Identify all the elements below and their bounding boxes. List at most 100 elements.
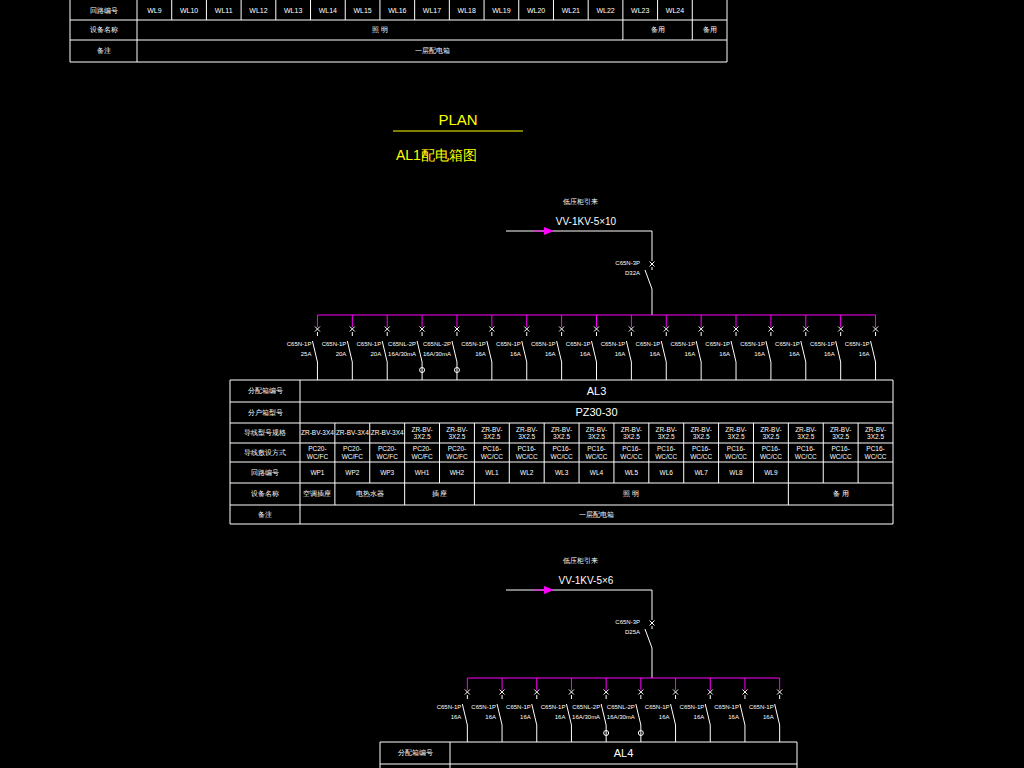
table-line <box>345 0 346 20</box>
table-line <box>230 380 893 381</box>
table-cell-text: WL9 <box>754 462 787 483</box>
feeder-line <box>506 590 652 591</box>
breaker-contact <box>805 332 806 336</box>
branch-line <box>675 725 676 742</box>
breaker-rating: 25A <box>282 350 311 359</box>
breaker-blade <box>592 341 597 362</box>
table-line <box>449 0 450 20</box>
table-cell-text: ZR-BV-3X2.5 <box>475 423 508 443</box>
panel-model: PZ30-30 <box>300 402 893 423</box>
branch-tap <box>631 315 632 327</box>
table-cell-text: ZR-BV-3X2.5 <box>859 423 892 443</box>
breaker-rating: 16A <box>536 713 565 722</box>
branch-line <box>456 362 457 380</box>
branch-line <box>640 725 641 742</box>
branch-line <box>561 362 562 380</box>
table-cell-text: ZR-BV-3X2.5 <box>720 423 753 443</box>
breaker-contact <box>352 332 353 336</box>
breaker-mark <box>420 327 425 332</box>
table-cell-text: ZR-BV-3X2.5 <box>615 423 648 443</box>
breaker-mark <box>699 327 704 332</box>
breaker-rating: 16A <box>562 350 591 359</box>
breaker-blade <box>661 341 666 362</box>
breaker-mark <box>803 327 808 332</box>
table-line <box>450 742 451 768</box>
branch-line <box>736 362 737 380</box>
table-cell-text: 照 明 <box>137 20 623 40</box>
table-cell-text: WL5 <box>615 462 648 483</box>
branch-line <box>596 362 597 380</box>
branch-tap <box>352 315 353 327</box>
breaker-contact <box>606 695 607 699</box>
table-cell-text: WL18 <box>450 1 483 20</box>
breaker-mark <box>734 327 739 332</box>
breaker-type: C65N-1P <box>666 340 695 349</box>
table-line <box>788 423 789 483</box>
table-cell-text: PC16-WC/CC <box>615 443 648 462</box>
breaker-mark <box>315 327 320 332</box>
breaker-mark <box>594 327 599 332</box>
breaker-contact <box>631 332 632 336</box>
branch-line <box>606 725 607 742</box>
breaker-rating: 16A <box>675 713 704 722</box>
breaker-mark <box>803 327 808 332</box>
table-line <box>823 423 824 483</box>
breaker-mark <box>638 690 643 695</box>
table-cell-text: 分配箱编号 <box>230 380 300 402</box>
table-cell-text: PC16-WC/CC <box>580 443 613 462</box>
breaker-mark <box>650 621 655 626</box>
breaker-mark <box>500 690 505 695</box>
breaker-mark <box>524 327 529 332</box>
breaker-mark <box>768 327 773 332</box>
table-cell-text: 备用 <box>623 20 692 40</box>
breaker-blade <box>452 341 457 362</box>
branch-tap <box>606 678 607 690</box>
breaker-blade <box>645 629 652 648</box>
table-line <box>622 0 623 20</box>
table-cell-text: ZR-BV-3X4 <box>336 423 369 443</box>
breaker-mark <box>559 327 564 332</box>
breaker-mark <box>465 690 470 695</box>
breaker-blade <box>705 704 710 725</box>
branch-tap <box>596 315 597 327</box>
breaker-blade <box>645 270 652 289</box>
breaker-blade <box>601 704 606 725</box>
rcd-symbol <box>638 731 643 736</box>
table-cell-text: ZR-BV-3X2.5 <box>650 423 683 443</box>
panel-id: AL3 <box>300 380 893 402</box>
branch-tap <box>701 315 702 327</box>
breaker-blade <box>487 341 492 362</box>
breaker-blade <box>566 704 571 725</box>
table-line <box>439 423 440 483</box>
breaker-type: C65N-1P <box>536 703 565 712</box>
table-cell-text: 备 用 <box>789 483 892 505</box>
breaker-type: C65N-1P <box>352 340 381 349</box>
table-line <box>380 742 797 743</box>
breaker-type: C65N-1P <box>467 703 496 712</box>
branch-line <box>526 362 527 380</box>
arrow-head <box>544 586 554 594</box>
breaker-type: C65N-1P <box>736 340 765 349</box>
main-breaker-rating: D32A <box>590 269 640 278</box>
cable-spec: VV-1KV-5×10 <box>530 214 642 228</box>
breaker-type: C65N-1P <box>457 340 486 349</box>
table-cell-text: WL6 <box>650 462 683 483</box>
breaker-mark <box>734 327 739 332</box>
breaker-mark <box>350 327 355 332</box>
breaker-mark <box>673 690 678 695</box>
table-line <box>788 483 789 505</box>
breaker-type: C65N-1P <box>527 340 556 349</box>
breaker-mark <box>420 327 425 332</box>
table-line <box>404 423 405 483</box>
table-cell-text: PC16-WC/CC <box>510 443 543 462</box>
rcd-symbol <box>604 731 609 736</box>
breaker-blade <box>766 341 771 362</box>
table-line <box>657 0 658 20</box>
branch-line <box>744 725 745 742</box>
branch-tap <box>640 678 641 690</box>
breaker-rating: 16A <box>701 350 730 359</box>
branch-line <box>502 725 503 742</box>
table-cell-text: WL9 <box>138 1 171 20</box>
table-cell-text: WL7 <box>685 462 718 483</box>
table-cell-text: 回路编号 <box>230 462 300 483</box>
